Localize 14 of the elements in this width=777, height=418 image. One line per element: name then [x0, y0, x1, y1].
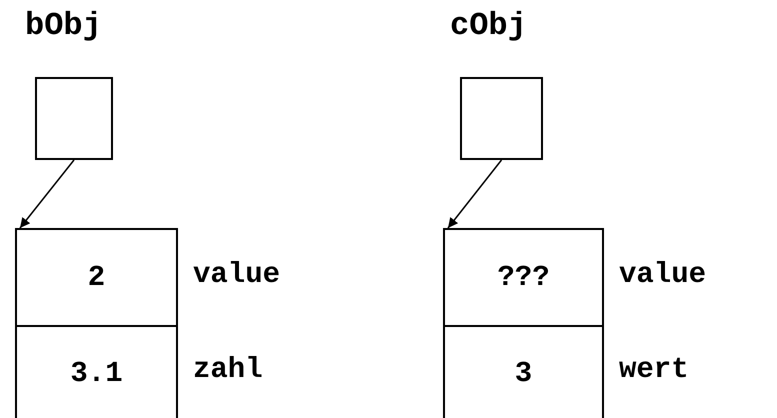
- field-value: 2: [17, 230, 176, 325]
- field-name: value: [619, 258, 706, 291]
- variable-name: bObj: [25, 7, 102, 44]
- field-value: 3.1: [17, 325, 176, 418]
- object-box: [15, 228, 178, 418]
- variable-name: cObj: [450, 7, 527, 44]
- reference-arrow: [19, 160, 75, 228]
- object-box: [443, 228, 604, 418]
- field-name: wert: [619, 353, 689, 386]
- field-value: 3: [445, 325, 602, 418]
- reference-arrow: [447, 160, 502, 228]
- field-value: ???: [445, 230, 602, 325]
- field-name: value: [193, 258, 280, 291]
- field-name: zahl: [193, 353, 263, 386]
